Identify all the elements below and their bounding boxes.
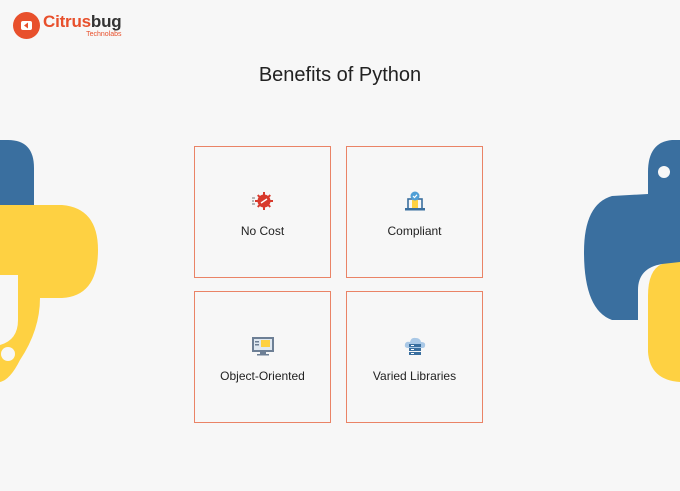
brand-name-part2: bug (90, 12, 122, 31)
python-eye-left (1, 347, 15, 361)
card-label: Compliant (387, 224, 442, 238)
page-title: Benefits of Python (258, 64, 422, 86)
card-label: Varied Libraries (372, 369, 457, 383)
monitor-icon (251, 337, 274, 356)
python-logo-left (0, 140, 98, 382)
brand-logo[interactable]: Citrusbug Technolabs (13, 12, 122, 39)
card-object-oriented: Object-Oriented (194, 291, 331, 423)
brand-name-part1: Citrus (43, 12, 91, 31)
logo-mark-icon (13, 12, 40, 39)
logo-text: Citrusbug Technolabs (43, 12, 122, 38)
card-varied-libraries: Varied Libraries (346, 291, 483, 423)
card-compliant: Compliant (346, 146, 483, 278)
cloud-library-icon (404, 337, 425, 355)
card-no-cost: No Cost (194, 146, 331, 278)
python-logo-right (584, 140, 680, 382)
python-eye-right (658, 166, 670, 178)
card-label: Object-Oriented (220, 369, 305, 383)
brand-name: Citrusbug (43, 12, 122, 31)
no-cost-gear-icon (251, 192, 273, 210)
card-label: No Cost (240, 224, 285, 238)
brand-tagline: Technolabs (86, 31, 122, 38)
compliant-badge-icon (404, 191, 425, 211)
